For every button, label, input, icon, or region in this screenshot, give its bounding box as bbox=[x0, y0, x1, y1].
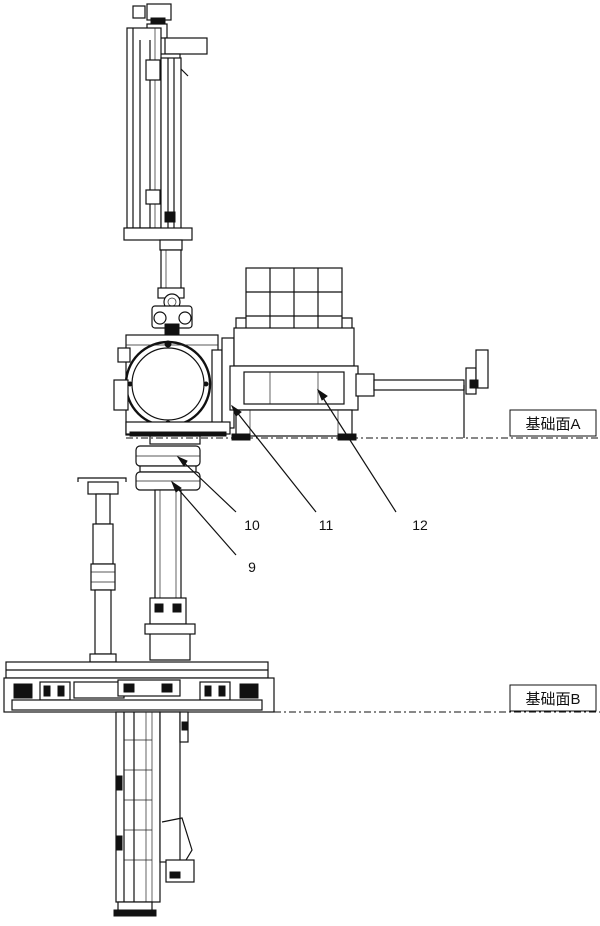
cage-assembly bbox=[229, 267, 489, 441]
datum-b-box bbox=[509, 684, 597, 712]
manipulator-head bbox=[151, 293, 193, 335]
rotary-stack bbox=[135, 445, 201, 661]
datum-b-label: 基础面B bbox=[525, 691, 580, 708]
top-lift-column bbox=[123, 3, 208, 299]
callout-10: 10 bbox=[244, 517, 260, 533]
datum-a-label: 基础面A bbox=[525, 416, 580, 433]
left-post bbox=[77, 477, 127, 663]
leader-lines bbox=[170, 388, 397, 556]
datum-a-box bbox=[509, 409, 597, 437]
callout-9: 9 bbox=[248, 559, 256, 575]
callout-11: 11 bbox=[319, 517, 334, 533]
vessel-assembly bbox=[113, 334, 235, 445]
descending-column bbox=[113, 679, 195, 917]
callout-12: 12 bbox=[412, 517, 428, 533]
